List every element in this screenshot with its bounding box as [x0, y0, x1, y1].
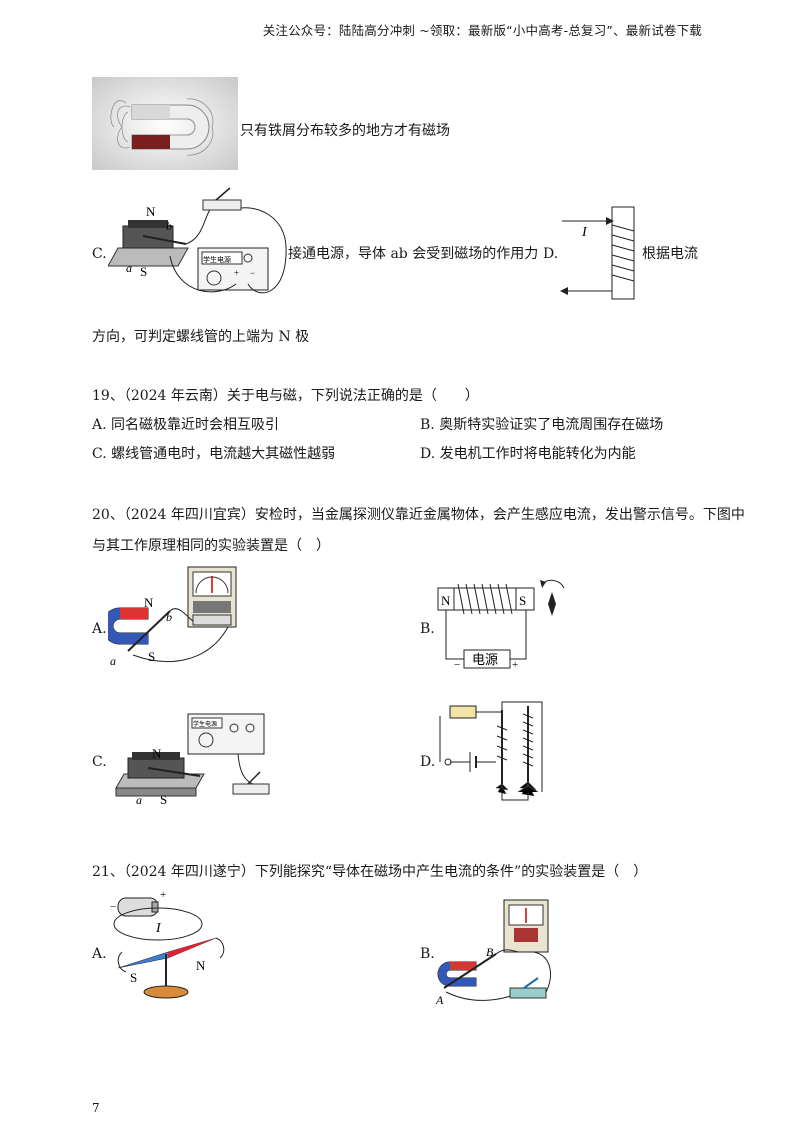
q18-d-solenoid: I — [560, 203, 645, 303]
q20-stem-line2: 与其工作原理相同的实验装置是（ ） — [92, 538, 330, 554]
q19-option-b: B. 奥斯特实验证实了电流周围存在磁场 — [420, 417, 664, 433]
q18-option-b-text: 只有铁屑分布较多的地方才有磁场 — [240, 123, 450, 139]
q18-c-motor-apparatus: 学生电源 + − N b a S — [107, 186, 293, 304]
q20-b-electromagnet-circuit: N S 电源 − + — [434, 574, 574, 672]
q21-option-b-label: B. — [420, 946, 435, 962]
svg-text:S: S — [160, 792, 167, 807]
q21-option-a-label: A. — [92, 946, 107, 962]
svg-text:a: a — [126, 261, 132, 275]
q20-option-d-label: D. — [420, 754, 436, 770]
page-header: 关注公众号：陆陆高分冲刺 ~领取：最新版“小中高考-总复习”、最新试卷下载 — [262, 23, 702, 38]
q20-option-a-label: A. — [92, 621, 107, 637]
svg-text:N: N — [441, 593, 451, 608]
svg-text:+: + — [160, 889, 166, 901]
svg-text:A: A — [435, 993, 444, 1007]
q19-stem: 19、（2024 年云南）关于电与磁，下列说法正确的是（ ） — [92, 388, 479, 404]
svg-text:b: b — [166, 610, 172, 624]
q20-c-motor-apparatus: 学生电源 N a S — [108, 708, 278, 808]
q19-option-d: D. 发电机工作时将电能转化为内能 — [420, 446, 636, 462]
svg-text:S: S — [140, 264, 147, 279]
q21-b-induction-apparatus: B A — [434, 896, 559, 1008]
power-supply-label: 电源 — [472, 652, 498, 667]
svg-text:S: S — [519, 593, 526, 608]
q18-option-c-text: 接通电源，导体 ab 会受到磁场的作用力 — [288, 246, 539, 262]
q20-stem-line1: 20、（2024 年四川宜宾）安检时，当金属探测仪靠近金属物体，会产生感应电流，… — [92, 507, 745, 523]
svg-text:I: I — [155, 921, 162, 936]
q20-option-b-label: B. — [420, 621, 435, 637]
q18-option-d-continued: 方向，可判定螺线管的上端为 N 极 — [92, 329, 310, 345]
q18-option-d-label: D. — [543, 246, 559, 262]
svg-text:b: b — [166, 219, 172, 233]
psu-label: 学生电源 — [203, 255, 231, 264]
svg-text:S: S — [148, 649, 155, 664]
svg-text:−: − — [454, 659, 460, 671]
q18-option-d-text: 根据电流 — [642, 246, 698, 262]
svg-text:N: N — [152, 746, 162, 761]
svg-text:−: − — [110, 901, 116, 913]
svg-text:a: a — [110, 654, 116, 668]
svg-text:I: I — [581, 225, 588, 240]
q20-d-electromagnet-nails — [436, 696, 556, 808]
svg-text:−: − — [250, 268, 255, 278]
svg-text:N: N — [196, 958, 206, 973]
svg-text:a: a — [136, 793, 142, 807]
svg-text:S: S — [130, 970, 137, 985]
iron-filings-photo — [92, 77, 238, 170]
q21-a-oersted-apparatus: + − I S N — [108, 886, 238, 1006]
q18-option-c-label: C. — [92, 246, 107, 262]
svg-text:N: N — [144, 595, 154, 610]
q20-a-generator-apparatus: N b a S — [101, 563, 243, 668]
svg-text:+: + — [234, 268, 239, 278]
q21-stem: 21、（2024 年四川遂宁）下列能探究“导体在磁场中产生电流的条件”的实验装置… — [92, 864, 648, 880]
svg-text:学生电源: 学生电源 — [193, 720, 217, 728]
svg-text:N: N — [146, 204, 156, 219]
svg-text:B: B — [486, 945, 494, 959]
q19-option-c: C. 螺线管通电时，电流越大其磁性越弱 — [92, 446, 336, 462]
svg-text:+: + — [512, 659, 518, 671]
q20-option-c-label: C. — [92, 754, 107, 770]
page-number: 7 — [92, 1101, 100, 1115]
q19-option-a: A. 同名磁极靠近时会相互吸引 — [92, 417, 280, 433]
